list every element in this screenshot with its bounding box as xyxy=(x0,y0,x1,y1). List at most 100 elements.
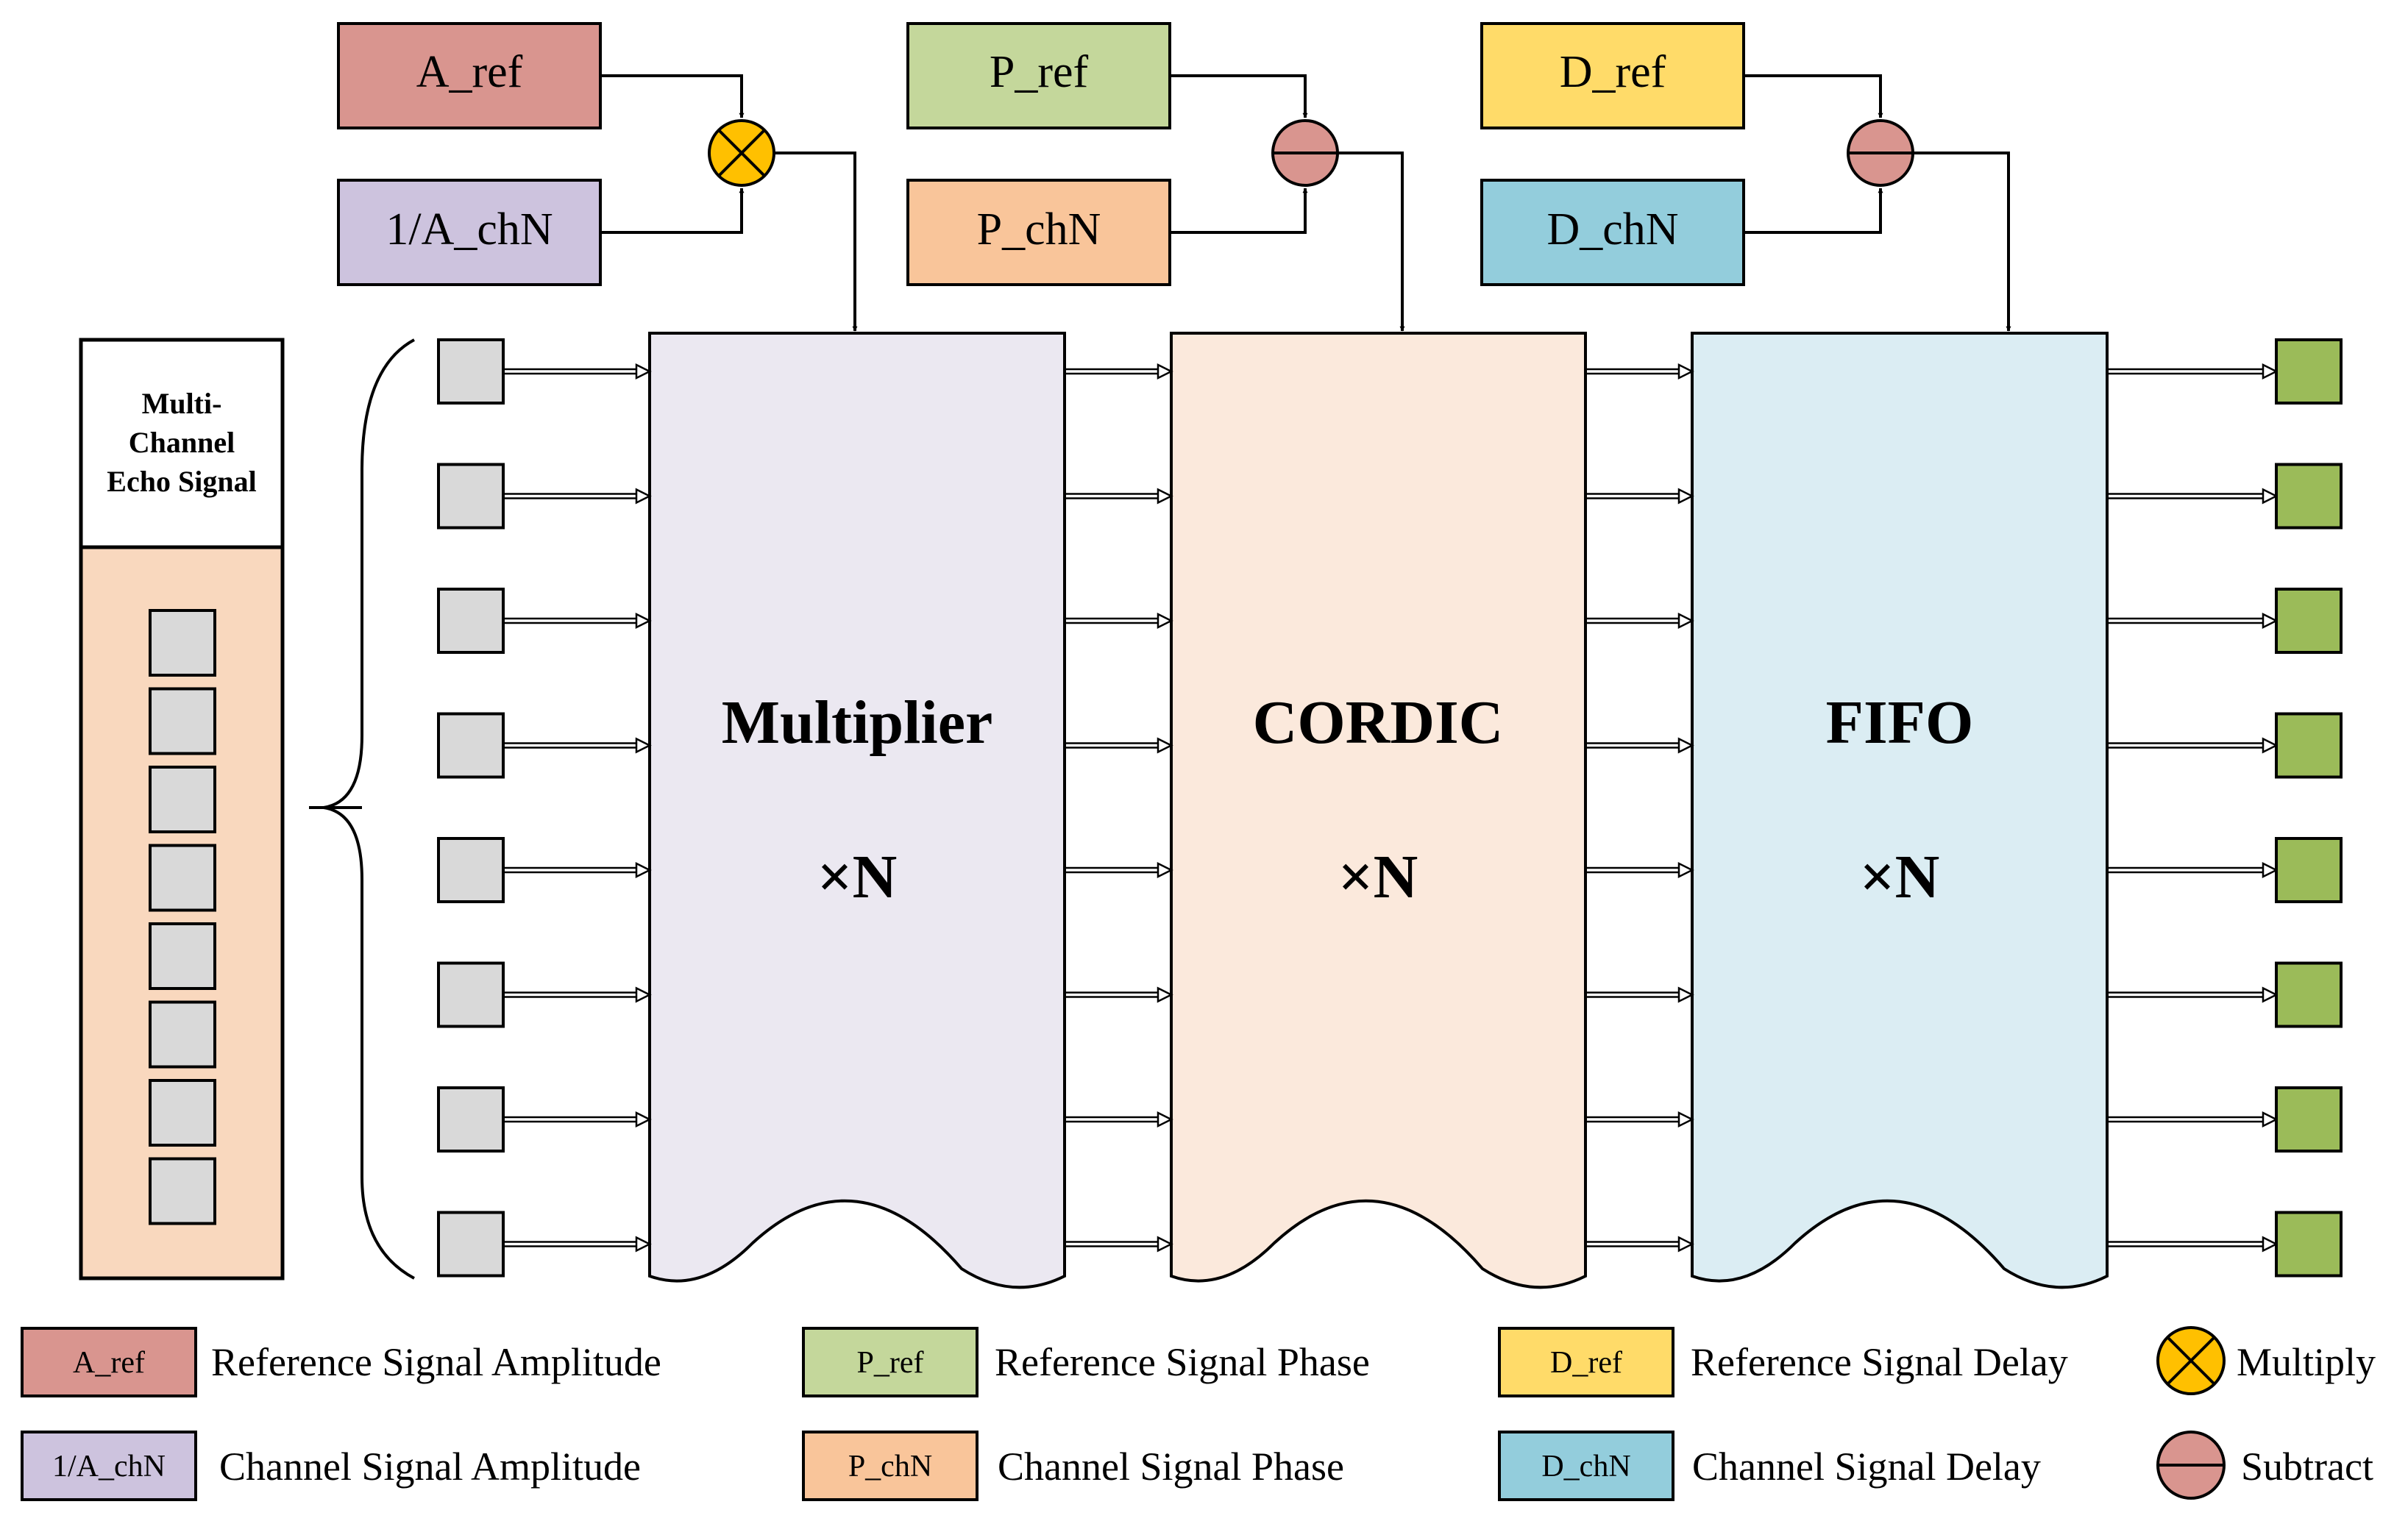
channel-arrow xyxy=(503,986,652,1003)
fifo-count: ×N xyxy=(1860,843,1940,911)
legend-multiply-icon xyxy=(2156,1326,2226,1395)
channel-arrow xyxy=(503,612,652,630)
legend-p-ref: P_ref Reference Signal Phase xyxy=(802,1327,1370,1397)
channel-arrow xyxy=(1585,861,1694,879)
input-channel-cell xyxy=(437,1211,505,1278)
channel-arrow xyxy=(2107,612,2279,630)
legend-a-ref-desc: Reference Signal Amplitude xyxy=(211,1340,661,1384)
legend-inv-a-desc: Channel Signal Amplitude xyxy=(219,1445,641,1489)
output-channel-cell xyxy=(2275,1211,2343,1278)
legend: A_ref Reference Signal Amplitude P_ref R… xyxy=(21,1326,2376,1501)
input-channel-cell xyxy=(437,1086,505,1153)
channel-arrow xyxy=(1585,1236,1694,1253)
legend-inv-a-swatch: 1/A_chN xyxy=(52,1450,166,1483)
output-channel-cell xyxy=(2275,463,2343,530)
channel-arrow xyxy=(1065,986,1173,1003)
channel-arrow xyxy=(2107,1236,2279,1253)
input-channel-cell xyxy=(437,338,505,405)
echo-cell xyxy=(149,687,216,755)
channel-arrow xyxy=(1065,363,1173,380)
input-channel-cell xyxy=(437,463,505,530)
channel-arrow xyxy=(2107,363,2279,380)
subtract-phase-operator-icon xyxy=(1271,119,1339,187)
legend-p-chn-swatch: P_chN xyxy=(848,1450,932,1483)
channel-arrow xyxy=(503,363,652,380)
channel-arrow xyxy=(1585,1111,1694,1128)
channel-arrow xyxy=(2107,861,2279,879)
channel-arrow xyxy=(503,1236,652,1253)
channel-arrow xyxy=(1585,737,1694,754)
legend-d-ref: D_ref Reference Signal Delay xyxy=(1498,1327,2068,1397)
channel-arrow xyxy=(2107,488,2279,505)
legend-d-ref-desc: Reference Signal Delay xyxy=(1691,1340,2068,1384)
cordic-count: ×N xyxy=(1338,843,1418,911)
legend-multiply: Multiply xyxy=(2156,1326,2376,1395)
legend-a-ref-swatch: A_ref xyxy=(73,1346,145,1380)
d-ref-box: D_ref xyxy=(1480,22,1745,129)
multiplier-title: Multiplier xyxy=(722,688,993,757)
echo-cell xyxy=(149,844,216,912)
subtract-delay-operator-icon xyxy=(1847,119,1914,187)
input-channel-cell xyxy=(437,588,505,654)
inv-a-chn-label: 1/A_chN xyxy=(386,204,553,254)
d-ref-label: D_ref xyxy=(1560,47,1666,97)
legend-d-chn: D_chN Channel Signal Delay xyxy=(1498,1431,2041,1501)
multiplier-module: Multiplier ×N xyxy=(648,332,1066,1289)
legend-inv-a: 1/A_chN Channel Signal Amplitude xyxy=(21,1431,641,1501)
channel-arrow xyxy=(2107,1111,2279,1128)
echo-title-line1: Multi- xyxy=(142,387,222,420)
echo-cell xyxy=(149,1079,216,1147)
fifo-module: FIFO ×N xyxy=(1691,332,2109,1289)
legend-multiply-label: Multiply xyxy=(2237,1340,2376,1384)
input-channel-cell xyxy=(437,961,505,1028)
output-channel-cell xyxy=(2275,588,2343,654)
cordic-module: CORDIC ×N xyxy=(1170,332,1587,1289)
channel-arrow xyxy=(1065,1111,1173,1128)
legend-p-chn: P_chN Channel Signal Phase xyxy=(802,1431,1344,1501)
output-channel-cell xyxy=(2275,837,2343,903)
channel-arrow xyxy=(1585,986,1694,1003)
multiplier-count: ×N xyxy=(817,843,898,911)
output-channel-cell xyxy=(2275,1086,2343,1153)
echo-cell xyxy=(149,609,216,677)
channel-arrow xyxy=(1065,1236,1173,1253)
p-ref-label: P_ref xyxy=(990,47,1089,97)
input-channel-cell xyxy=(437,837,505,903)
p-chn-box: P_chN xyxy=(906,179,1171,286)
echo-signal-panel: Multi- Channel Echo Signal xyxy=(79,338,285,1280)
p-chn-label: P_chN xyxy=(977,204,1101,254)
a-ref-box: A_ref xyxy=(337,22,602,129)
channel-arrow xyxy=(2107,737,2279,754)
channel-arrow xyxy=(1065,612,1173,630)
channel-arrow xyxy=(503,488,652,505)
echo-cell xyxy=(149,1000,216,1069)
output-channel-cell xyxy=(2275,712,2343,779)
a-ref-label: A_ref xyxy=(416,47,523,97)
channel-arrow xyxy=(503,737,652,754)
output-channel-cell xyxy=(2275,338,2343,405)
echo-cell xyxy=(149,766,216,833)
channel-arrow xyxy=(503,1111,652,1128)
channel-arrow xyxy=(2107,986,2279,1003)
channel-arrow xyxy=(1585,488,1694,505)
channel-arrow xyxy=(1585,612,1694,630)
inv-a-chn-box: 1/A_chN xyxy=(337,179,602,286)
legend-d-chn-swatch: D_chN xyxy=(1541,1450,1630,1483)
channel-arrow xyxy=(1585,363,1694,380)
output-channel-cell xyxy=(2275,961,2343,1028)
legend-subtract-label: Subtract xyxy=(2241,1445,2373,1489)
echo-cell xyxy=(149,1157,216,1225)
echo-title-line2: Channel xyxy=(129,426,235,459)
legend-d-ref-swatch: D_ref xyxy=(1550,1346,1622,1380)
legend-subtract-icon xyxy=(2156,1431,2226,1500)
legend-p-ref-swatch: P_ref xyxy=(857,1346,924,1380)
channel-arrow xyxy=(503,861,652,879)
legend-a-ref: A_ref Reference Signal Amplitude xyxy=(21,1327,661,1397)
legend-subtract: Subtract xyxy=(2156,1431,2373,1500)
channel-rows xyxy=(437,338,2343,1278)
p-ref-box: P_ref xyxy=(906,22,1171,129)
channel-arrow xyxy=(1065,861,1173,879)
legend-p-ref-desc: Reference Signal Phase xyxy=(995,1340,1370,1384)
echo-cell xyxy=(149,922,216,990)
